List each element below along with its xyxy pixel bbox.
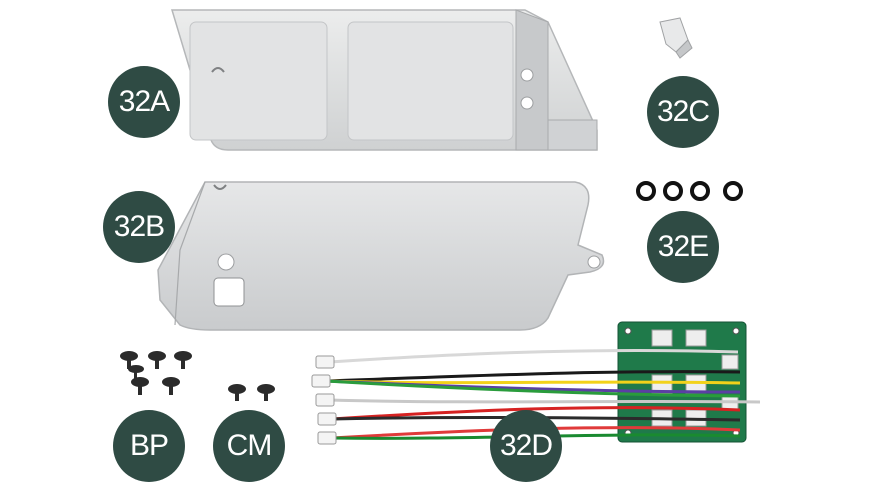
pcb-harness-32d <box>311 321 761 445</box>
label-32c: 32C <box>647 76 719 148</box>
o-rings-32e <box>636 181 743 201</box>
label-32d: 32D <box>490 410 562 482</box>
label-32e: 32E <box>647 211 719 283</box>
screws-bp <box>120 351 192 395</box>
screws-cm <box>228 384 275 401</box>
label-32b: 32B <box>103 191 175 263</box>
label-bp: BP <box>113 410 185 482</box>
label-cm: CM <box>213 410 285 482</box>
panel-32b <box>157 181 605 331</box>
connector-32c <box>659 17 693 59</box>
panel-32a <box>170 9 598 151</box>
label-32a: 32A <box>108 66 180 138</box>
